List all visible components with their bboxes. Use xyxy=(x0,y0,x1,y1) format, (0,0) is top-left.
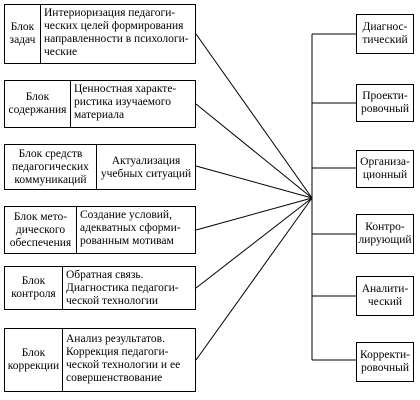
connector-line xyxy=(195,197,313,289)
function-diagnostic: Диагнос- тический xyxy=(356,14,414,54)
block-content: Блок содержания Ценностная характе- рист… xyxy=(4,80,196,128)
connector-line xyxy=(195,33,313,199)
block-control: Блок контроля Обратная связь. Диагностик… xyxy=(4,266,196,310)
block-label: Блок коррекции xyxy=(5,329,63,391)
function-corrective: Корректи- ровочный xyxy=(356,342,414,382)
block-description: Анализ результатов. Коррекция педагоги- … xyxy=(66,333,181,384)
block-description: Актуализация учебных ситуаций xyxy=(100,155,192,180)
block-label: Блок мето- дического обеспечения xyxy=(5,207,77,253)
block-label: Блок средств педагогических коммуникаций xyxy=(5,145,97,189)
function-controlling: Контро- лирующий xyxy=(356,214,414,254)
block-label: Блок содержания xyxy=(5,81,71,127)
block-label: Блок задач xyxy=(5,5,41,63)
function-analytical: Аналити- ческий xyxy=(356,276,414,316)
connector-line xyxy=(195,197,313,231)
connector-line xyxy=(195,197,313,361)
block-correction: Блок коррекции Анализ результатов. Корре… xyxy=(4,328,196,392)
block-description: Создание условий, адекватных сформи- ров… xyxy=(80,209,181,247)
block-description: Интериоризация педагоги- ческих целей фо… xyxy=(44,7,189,58)
function-organizational: Организа- ционный xyxy=(356,150,414,188)
block-communication-means: Блок средств педагогических коммуникаций… xyxy=(4,144,196,190)
block-methodical-support: Блок мето- дического обеспечения Создани… xyxy=(4,206,196,254)
block-tasks: Блок задач Интериоризация педагоги- ческ… xyxy=(4,4,196,64)
block-description: Ценностная характе- ристика изучаемого м… xyxy=(74,83,177,121)
connector-line xyxy=(195,103,313,199)
block-label: Блок контроля xyxy=(5,267,63,309)
function-design: Проекти- ровочный xyxy=(356,84,414,122)
connector-line xyxy=(195,165,313,199)
block-description: Обратная связь. Диагностика педагоги- че… xyxy=(66,269,179,307)
